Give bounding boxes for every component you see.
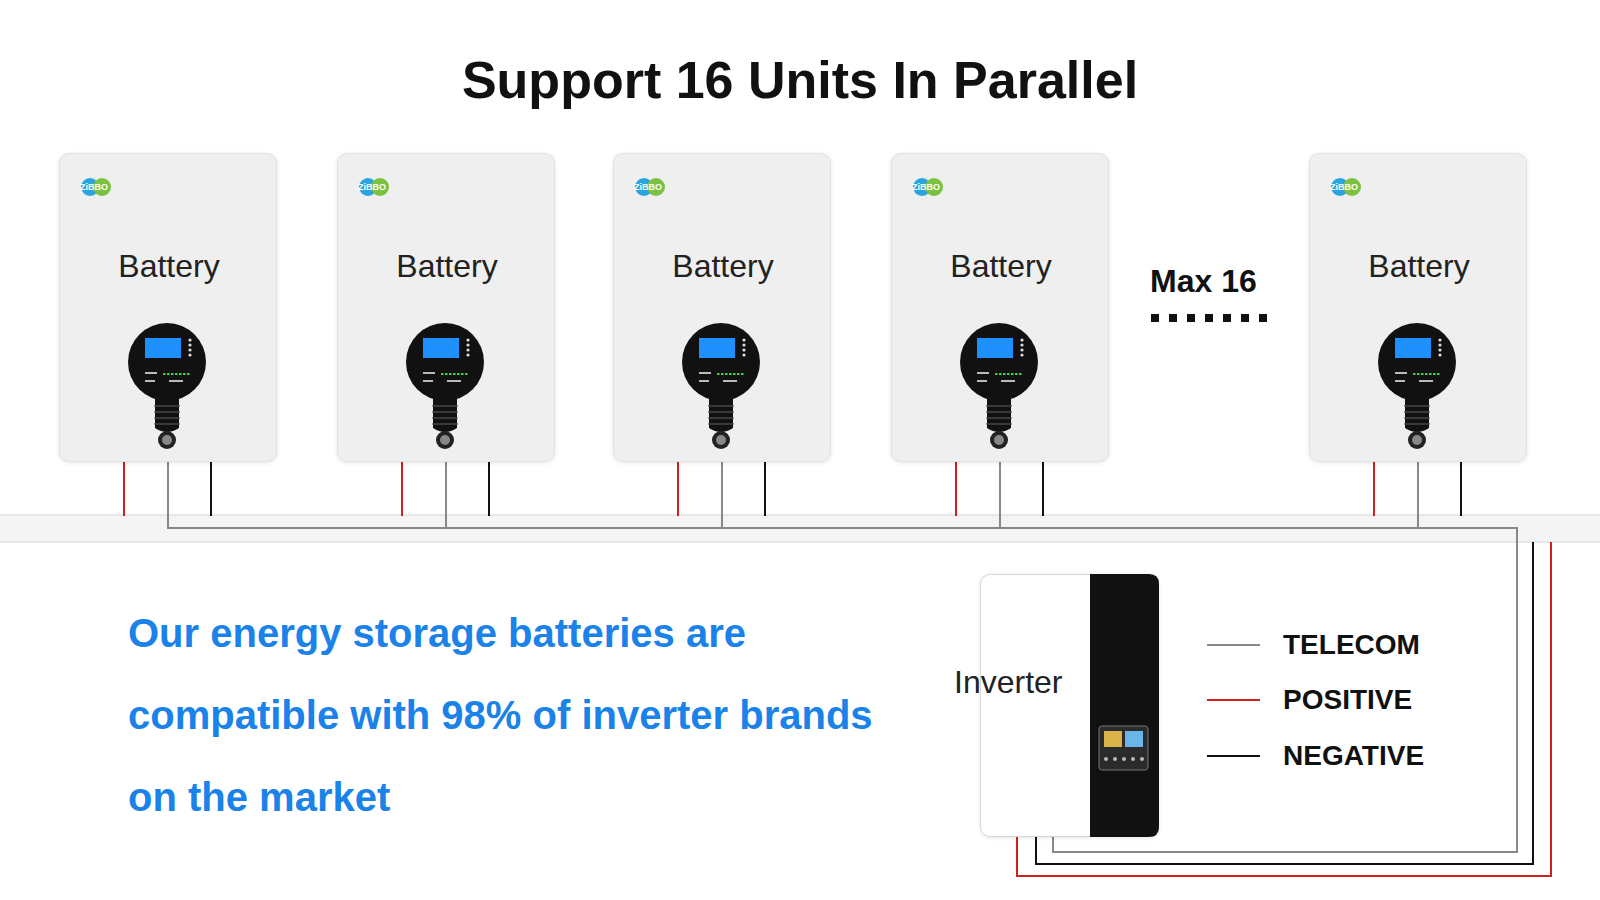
max-units-label: Max 16 — [1150, 262, 1257, 300]
battery-label: Battery — [338, 247, 556, 285]
legend-line — [1207, 755, 1260, 757]
legend-label: TELECOM — [1283, 629, 1420, 661]
battery-label: Battery — [614, 247, 832, 285]
positive-wire — [1017, 542, 1551, 876]
legend-label: POSITIVE — [1283, 684, 1412, 716]
battery-unit: ZiBBO Battery — [337, 153, 555, 462]
telecom-wire — [1053, 462, 1517, 852]
battery-unit: ZiBBO Battery — [59, 153, 277, 462]
battery-label: Battery — [1310, 247, 1528, 285]
battery-unit: ZiBBO Battery — [1309, 153, 1527, 462]
battery-illustration — [59, 153, 277, 462]
brand-logo: ZiBBO — [1330, 182, 1358, 193]
bus-edge — [0, 514, 1600, 516]
battery-unit: ZiBBO Battery — [891, 153, 1109, 462]
bus-edge — [0, 541, 1600, 543]
legend-label: NEGATIVE — [1283, 740, 1424, 772]
brand-logo: ZiBBO — [912, 182, 940, 193]
compatibility-note: Our energy storage batteries are compati… — [128, 592, 898, 838]
legend-line — [1207, 699, 1260, 701]
telecom-wire — [446, 462, 1517, 852]
ellipsis-dots — [1151, 314, 1267, 322]
negative-wires — [211, 462, 1461, 516]
brand-logo: ZiBBO — [80, 182, 108, 193]
inverter-illustration — [980, 574, 1159, 837]
battery-illustration — [613, 153, 831, 462]
battery-unit: ZiBBO Battery — [613, 153, 831, 462]
positive-wires — [124, 462, 1374, 516]
legend-line — [1207, 644, 1260, 646]
brand-logo: ZiBBO — [358, 182, 386, 193]
battery-label: Battery — [892, 247, 1110, 285]
battery-illustration — [891, 153, 1109, 462]
brand-logo: ZiBBO — [634, 182, 662, 193]
inverter-label: Inverter — [954, 663, 1062, 701]
title: Support 16 Units In Parallel — [0, 50, 1600, 110]
battery-illustration — [337, 153, 555, 462]
battery-illustration — [1309, 153, 1527, 462]
telecom-wire — [722, 462, 1517, 852]
inverter-unit: Inverter — [980, 574, 1159, 837]
negative-wire — [1036, 542, 1533, 864]
battery-label: Battery — [60, 247, 278, 285]
